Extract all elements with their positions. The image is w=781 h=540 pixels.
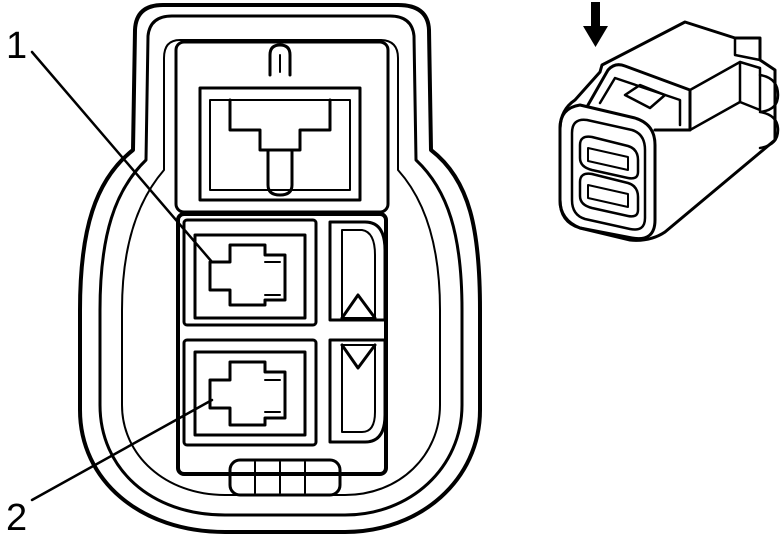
callout-2: 2: [6, 398, 214, 539]
latch-frame: [198, 86, 362, 202]
iso-latch-tab: [623, 83, 667, 110]
terminal-contact-2: [208, 360, 287, 427]
iso-front-inner: [570, 118, 647, 231]
terminal-contact-1: [208, 243, 287, 307]
iso-hood: [586, 63, 692, 132]
latch-step: [228, 98, 332, 152]
iso-side-ridge-1: [688, 60, 742, 132]
connector-front-view: [78, 3, 482, 534]
bottom-slot: [228, 458, 342, 497]
callout-2-leader: [30, 398, 214, 502]
terminal-cavity-2: [182, 338, 318, 447]
latch-key: [268, 43, 292, 77]
iso-cavity-1-inner: [587, 147, 629, 171]
iso-rear-ridge: [733, 36, 762, 62]
iso-rear-cap: [758, 73, 780, 150]
down-arrow-icon: [583, 2, 608, 47]
side-wedge-upper: [328, 220, 387, 322]
latch-tab: [266, 148, 294, 197]
iso-side-ridge-2: [738, 60, 762, 112]
callout-1-label: 1: [6, 25, 27, 67]
terminal-cavity-1: [182, 218, 318, 327]
connector-iso-view: [558, 2, 780, 242]
housing-second-outline: [121, 39, 441, 496]
iso-cavity-2-inner: [587, 184, 629, 208]
side-wedge-lower: [328, 338, 387, 444]
iso-cavity-1: [578, 135, 640, 180]
iso-cavity-2: [578, 172, 640, 218]
latch-housing: [174, 40, 390, 214]
callout-2-label: 2: [6, 497, 27, 539]
housing-outer-outline: [78, 3, 482, 534]
housing-inner-outline: [98, 14, 464, 517]
callout-1-leader: [30, 50, 214, 264]
iso-front-outer: [558, 103, 657, 241]
callout-1: 1: [6, 25, 214, 264]
latch-inner-frame: [209, 99, 351, 191]
